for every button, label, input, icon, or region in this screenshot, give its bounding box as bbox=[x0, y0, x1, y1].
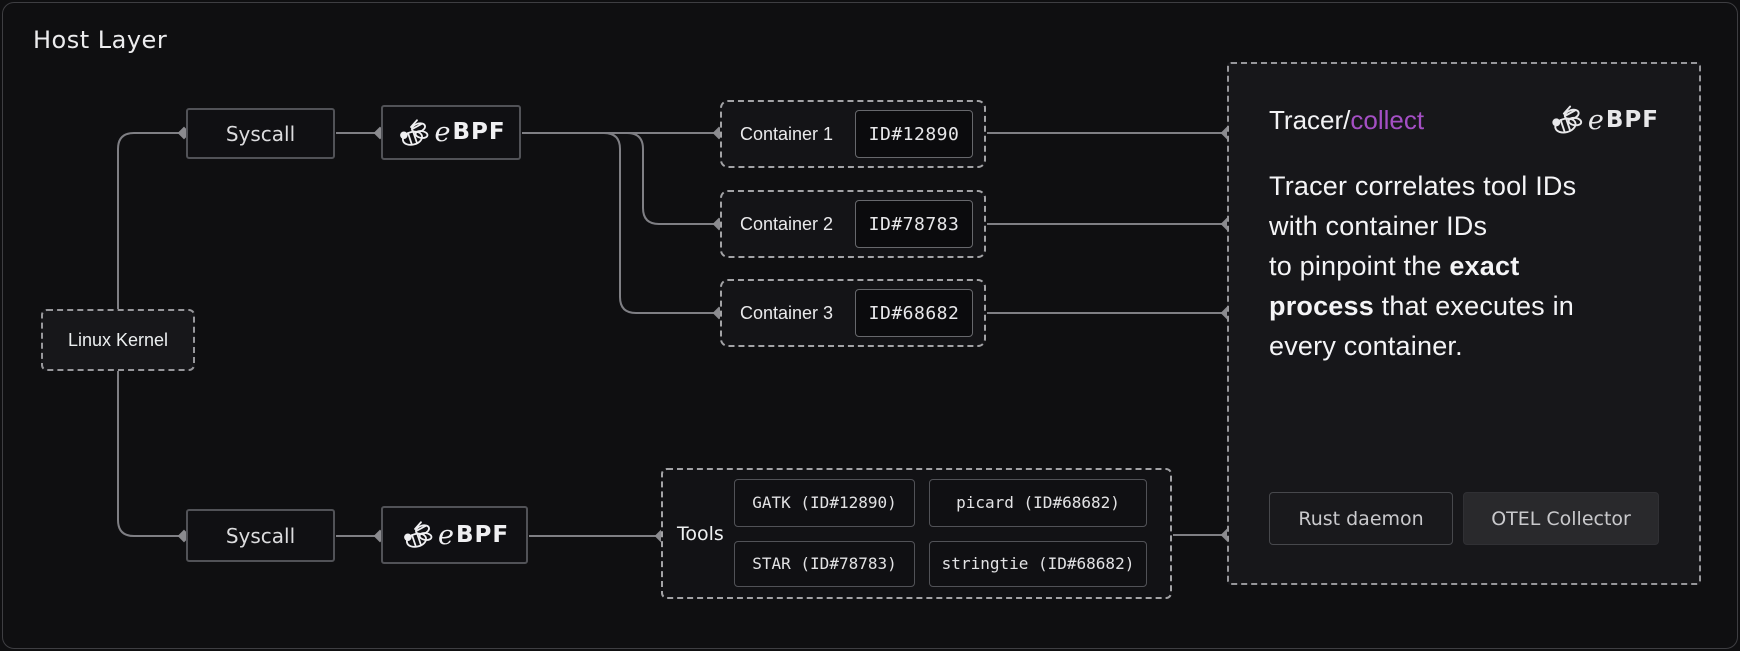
ebpf-wordmark-e: e bbox=[434, 117, 451, 148]
container-label: Container 1 bbox=[740, 123, 834, 144]
container-id-badge: ID#12890 bbox=[855, 110, 973, 158]
linux-kernel-label: Linux Kernel bbox=[67, 329, 169, 350]
container-id-badge: ID#78783 bbox=[855, 200, 973, 248]
container-label: Container 3 bbox=[740, 302, 834, 323]
ebpf-bee-icon bbox=[400, 118, 429, 146]
container-label: Container 2 bbox=[740, 213, 834, 234]
wire-ebpf-container2 bbox=[522, 132, 716, 225]
rust-daemon-button[interactable]: Rust daemon bbox=[1269, 492, 1454, 545]
syscall-node-top[interactable]: Syscall bbox=[186, 108, 335, 159]
linux-kernel-node[interactable]: Linux Kernel bbox=[41, 309, 195, 371]
page-title: Host Layer bbox=[33, 26, 168, 54]
ebpf-wordmark-bpf: BPF bbox=[452, 119, 506, 145]
ebpf-bee-icon bbox=[404, 521, 433, 548]
ebpf-bee-icon bbox=[1552, 105, 1583, 134]
container-1-node[interactable]: Container 1 ID#12890 bbox=[720, 100, 986, 168]
container-2-node[interactable]: Container 2 ID#78783 bbox=[720, 190, 986, 258]
syscall-label: Syscall bbox=[225, 121, 296, 146]
container-3-node[interactable]: Container 3 ID#68682 bbox=[720, 279, 986, 347]
tracer-panel-title: Tracer/collect bbox=[1269, 105, 1424, 136]
tool-chip-star[interactable]: STAR (ID#78783) bbox=[734, 540, 915, 587]
tools-label: Tools bbox=[677, 522, 724, 545]
tool-chip-stringtie[interactable]: stringtie (ID#68682) bbox=[929, 540, 1147, 587]
tools-group: Tools GATK (ID#12890) picard (ID#68682) … bbox=[661, 468, 1172, 599]
otel-collector-button[interactable]: OTEL Collector bbox=[1463, 492, 1659, 545]
tracer-title-primary: Tracer/ bbox=[1269, 104, 1351, 135]
syscall-node-bottom[interactable]: Syscall bbox=[186, 509, 335, 562]
ebpf-wordmark-bpf: BPF bbox=[1605, 106, 1659, 133]
wire-ebpf-container3 bbox=[522, 132, 716, 314]
ebpf-wordmark-bpf: BPF bbox=[455, 521, 510, 548]
tracer-description: Tracer correlates tool IDs with containe… bbox=[1269, 171, 1577, 361]
tool-chip-picard[interactable]: picard (ID#68682) bbox=[929, 478, 1147, 527]
container-id-badge: ID#68682 bbox=[855, 289, 973, 337]
tracer-title-accent: collect bbox=[1350, 104, 1425, 135]
syscall-label: Syscall bbox=[225, 523, 296, 548]
ebpf-wordmark-e: e bbox=[1587, 104, 1604, 136]
ebpf-wordmark-e: e bbox=[437, 519, 454, 551]
tool-chip-gatk[interactable]: GATK (ID#12890) bbox=[734, 478, 915, 527]
